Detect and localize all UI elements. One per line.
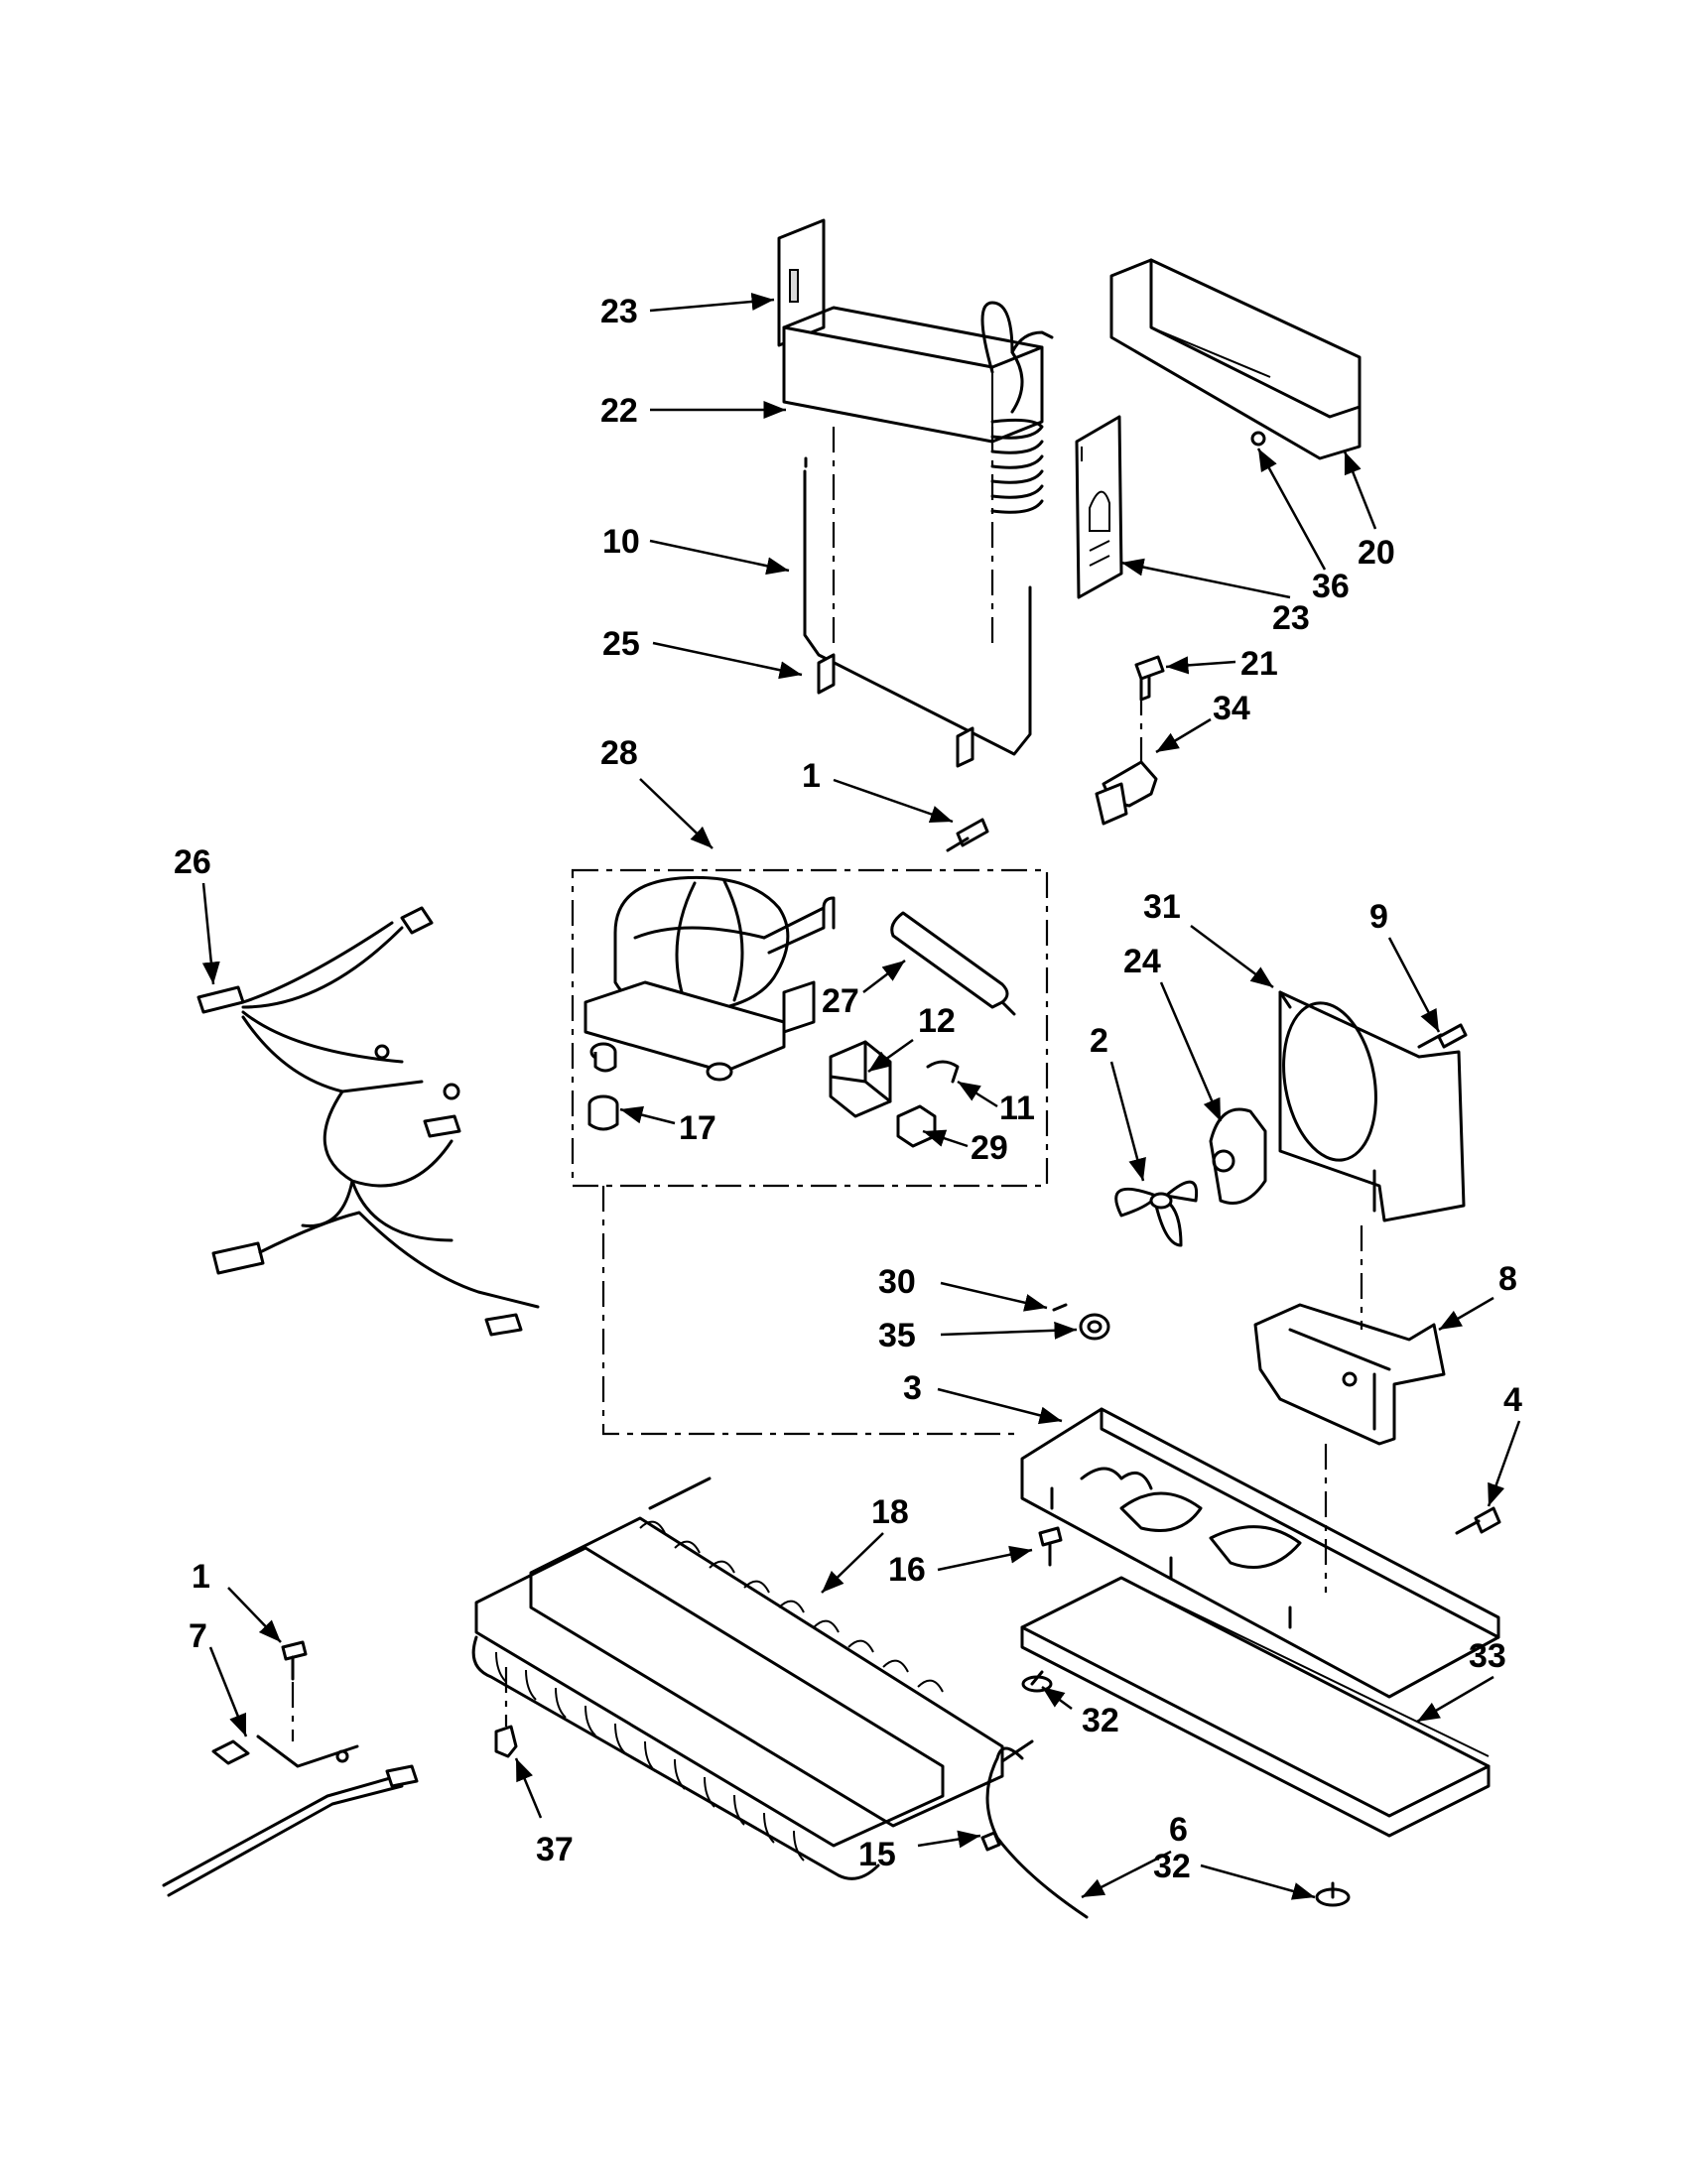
foot-32b (1315, 1881, 1351, 1907)
cover-33 (1020, 1576, 1491, 1838)
callout-9: 9 (1369, 898, 1388, 936)
wire-harness (196, 906, 540, 1337)
callout-28: 28 (600, 734, 638, 772)
callout-33: 33 (1469, 1637, 1506, 1675)
screw-16 (1038, 1526, 1063, 1567)
callout-30: 30 (878, 1263, 916, 1301)
callout-10: 10 (602, 523, 640, 561)
callout-17: 17 (679, 1109, 716, 1147)
callout-35: 35 (878, 1317, 916, 1354)
screw-9 (1417, 1023, 1468, 1049)
callout-34: 34 (1213, 690, 1250, 727)
callout-15: 15 (858, 1836, 896, 1873)
callout-27: 27 (822, 982, 859, 1020)
callout-29: 29 (971, 1129, 1008, 1167)
condenser-part (777, 218, 1054, 514)
screw-1-bottom (281, 1640, 308, 1681)
grommet-35 (1079, 1313, 1110, 1341)
part-30 (1052, 1303, 1068, 1312)
callout-3: 3 (903, 1369, 922, 1407)
base-plate-3 (1020, 1407, 1500, 1699)
callout-12: 12 (918, 1002, 956, 1040)
callout-7: 7 (189, 1617, 207, 1655)
fan-motor-24 (1209, 1107, 1267, 1205)
callout-18: 18 (871, 1493, 909, 1531)
bracket-34 (1095, 760, 1158, 826)
evaporator-18 (471, 1477, 1034, 1880)
bracket-8 (1253, 1303, 1446, 1446)
clip-11 (926, 1060, 960, 1084)
part-15 (980, 1831, 1001, 1852)
assembly-lines (291, 427, 1363, 1741)
condenser-bracket-right (1075, 415, 1123, 599)
foot-32a (1021, 1670, 1053, 1693)
callout-26: 26 (174, 843, 211, 881)
callout-11: 11 (999, 1090, 1035, 1127)
callout-1-top: 1 (802, 757, 821, 795)
callout-2: 2 (1090, 1022, 1108, 1060)
fan-shroud-31 (1278, 990, 1466, 1222)
callout-20: 20 (1358, 534, 1395, 572)
screw-1-top (946, 818, 989, 852)
callout-1-bottom: 1 (192, 1558, 210, 1596)
clip-37 (494, 1725, 518, 1758)
callout-21: 21 (1240, 645, 1278, 683)
callout-23-right: 23 (1272, 599, 1310, 637)
callout-24: 24 (1123, 943, 1161, 980)
condenser-cover (1109, 258, 1362, 460)
callout-labels: 23 22 10 25 20 36 23 21 34 28 1 26 27 12… (174, 293, 1522, 1885)
callout-25: 25 (602, 625, 640, 663)
drain-tube-and-bracket (803, 456, 1032, 768)
callout-31: 31 (1143, 888, 1181, 926)
callout-32-lower: 32 (1153, 1848, 1191, 1885)
cover-29 (896, 1104, 937, 1148)
fan-blade-2 (1114, 1180, 1199, 1247)
drier-27 (890, 911, 1016, 1016)
callout-32-upper: 32 (1082, 1702, 1119, 1739)
harness-7 (162, 1734, 419, 1897)
compressor-part (584, 875, 836, 1082)
callout-6: 6 (1169, 1811, 1188, 1849)
callout-22: 22 (600, 392, 638, 430)
leader-lines (201, 293, 1521, 1900)
heater-6 (985, 1746, 1089, 1919)
callout-37: 37 (536, 1831, 574, 1868)
relay-12 (829, 1040, 892, 1118)
grommet-17 (587, 1094, 619, 1131)
callout-23-top: 23 (600, 293, 638, 330)
callout-8: 8 (1498, 1260, 1517, 1298)
callout-16: 16 (888, 1551, 926, 1589)
screw-4 (1455, 1506, 1501, 1535)
callout-36: 36 (1312, 568, 1350, 605)
compressor-group-box (571, 868, 1049, 1188)
callout-4: 4 (1503, 1381, 1522, 1419)
